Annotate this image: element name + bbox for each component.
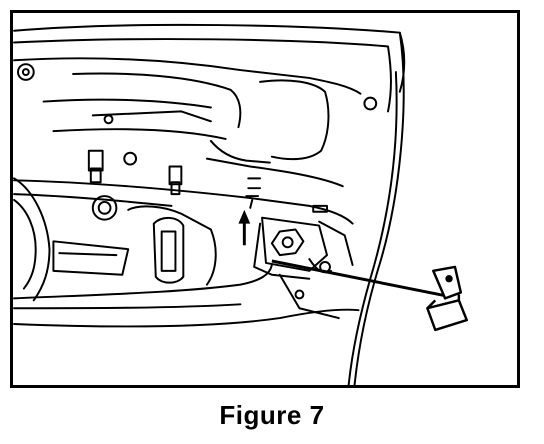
removed-clip-part [426,265,468,332]
panel-right-edge [353,31,405,385]
line-drawing-dashboard-underside [13,23,468,385]
mounting-bracket [261,216,328,272]
panel-top-edge [13,23,406,93]
figure-frame [10,10,520,388]
up-arrow [238,209,251,246]
figure-caption: Figure 7 [219,400,325,430]
hex-nut [270,228,305,257]
leader-line [271,259,450,298]
